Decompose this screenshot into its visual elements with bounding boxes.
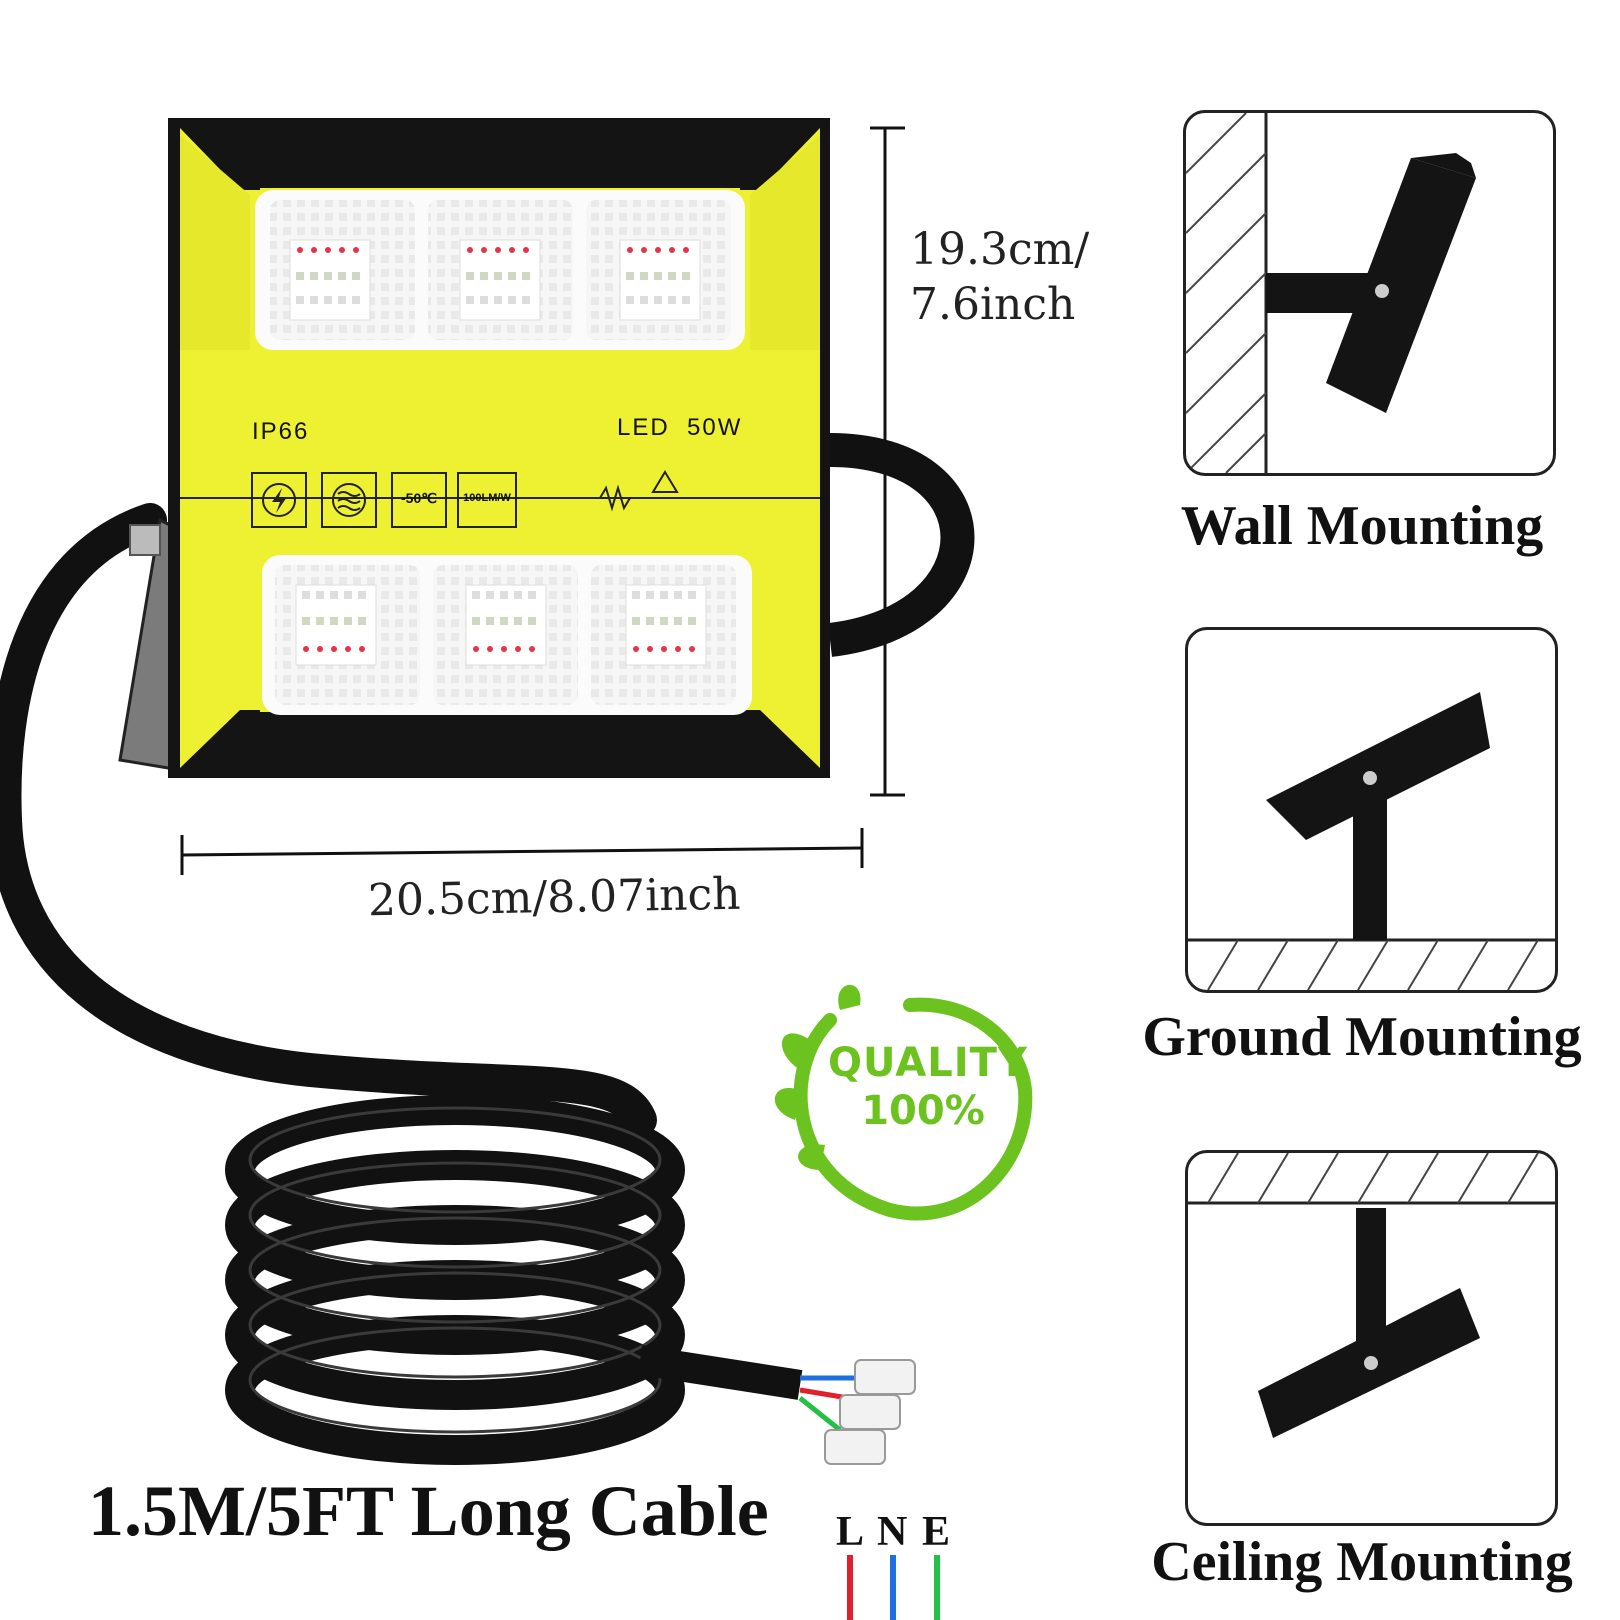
- warning-triangle-icon: [651, 470, 679, 493]
- led-chips-bottom: [295, 584, 707, 666]
- efficacy-badge: 100LM/W: [463, 492, 511, 504]
- stand-screw: [129, 524, 161, 556]
- quality-percent: 100%: [861, 1088, 985, 1134]
- wall-mount-label: Wall Mounting: [1180, 495, 1544, 557]
- ground-mount-label: Ground Mounting: [1142, 1006, 1582, 1068]
- wire-letter-e: E: [922, 1509, 951, 1555]
- spec-icons: [251, 472, 517, 528]
- temperature-badge: -50℃: [401, 490, 437, 506]
- power-cable: [0, 503, 657, 1137]
- cable-end: [637, 1345, 803, 1400]
- ceiling-mount-label: Ceiling Mounting: [1151, 1531, 1573, 1593]
- surge-icon: [262, 483, 296, 517]
- led-chips-top: [289, 239, 701, 321]
- quality-text: QUALITY: [828, 1040, 1028, 1086]
- cable-coil: [225, 1095, 685, 1465]
- cable-loop: [827, 433, 975, 657]
- ground-mount-icon: [1188, 692, 1555, 990]
- terminal-blocks: [824, 1359, 916, 1465]
- wire-letter-n: N: [877, 1509, 908, 1555]
- floodlight-illustration: [0, 118, 975, 1620]
- ground-mount-panel: [1185, 627, 1558, 993]
- height-dimension-line: [870, 126, 905, 797]
- wall-mount-panel: [1183, 110, 1556, 476]
- power-label: LED 50W: [617, 414, 743, 441]
- circuit-squiggle: [520, 484, 640, 512]
- ip-rating-label: IP66: [252, 418, 310, 445]
- waterproof-icon: [332, 483, 366, 517]
- width-dimension-label: 20.5cm/8.07inch: [367, 868, 741, 927]
- floodlight-svg: [0, 118, 975, 1620]
- wire-letter-l: L: [836, 1509, 865, 1555]
- ceiling-mount-panel: [1185, 1150, 1558, 1526]
- height-dimension-label: 19.3cm/ 7.6inch: [910, 222, 1089, 332]
- height-cm: 19.3cm/: [910, 224, 1090, 275]
- quality-laurel-icon: [774, 984, 1033, 1221]
- quality-badge: QUALITY 100%: [770, 980, 1050, 1230]
- cable-length-label: 1.5M/5FT Long Cable: [88, 1471, 769, 1551]
- height-inch: 7.6inch: [910, 279, 1076, 330]
- ceiling-mount-icon: [1188, 1153, 1555, 1438]
- width-dimension-line: [180, 828, 864, 875]
- wall-mount-icon: [1186, 113, 1476, 473]
